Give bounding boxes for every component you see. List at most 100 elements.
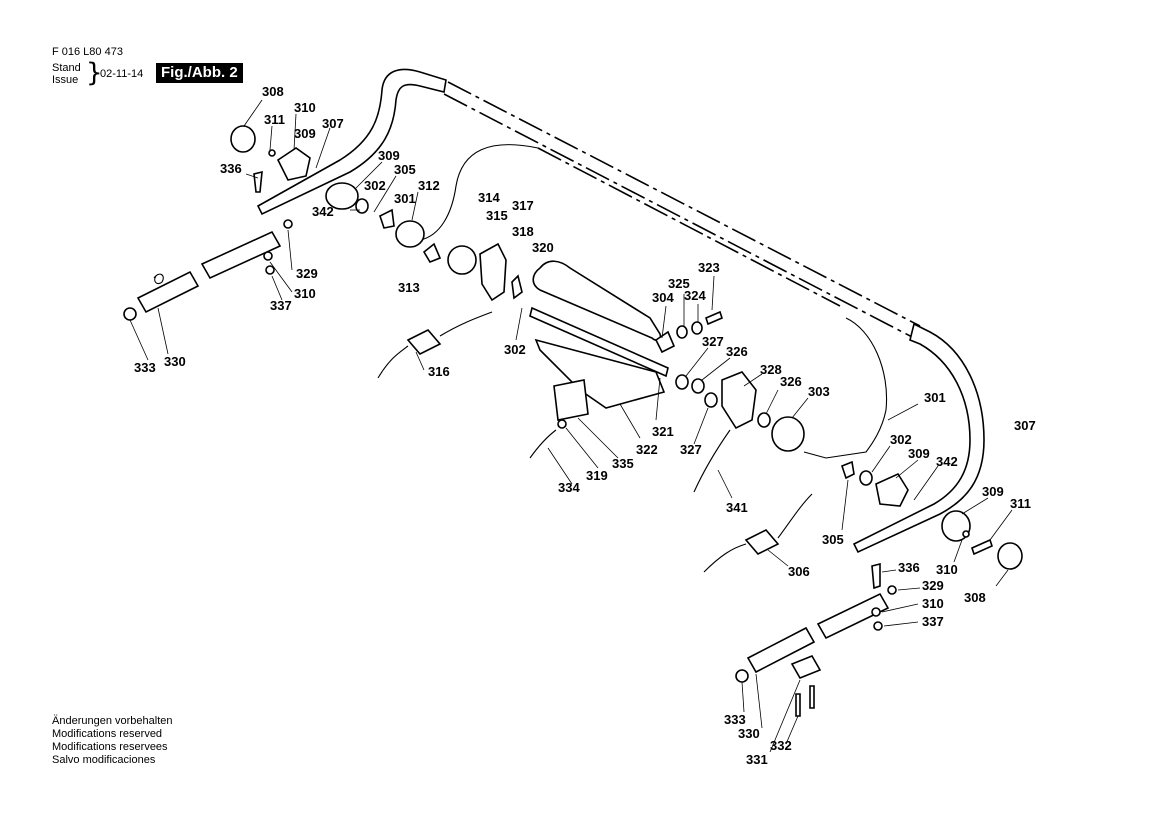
bolt-336-left [253, 170, 263, 193]
throttle-cable-right [803, 317, 888, 459]
callout-342: 342 [312, 204, 334, 219]
lever-328 [721, 371, 757, 430]
callout-317: 317 [512, 198, 534, 213]
callout-323: 323 [698, 260, 720, 275]
callout-318: 318 [512, 224, 534, 239]
washer-left [268, 149, 276, 157]
handle-tube-right [852, 322, 985, 554]
cable-phantom-line [537, 147, 841, 307]
throttle-cable-upper [419, 144, 539, 241]
callout-316: 316 [428, 364, 450, 379]
clip-313 [422, 242, 442, 263]
callout-308: 308 [262, 84, 284, 99]
callout-328: 328 [760, 362, 782, 377]
knob-308-right [997, 542, 1023, 570]
callout-326: 326 [780, 374, 802, 389]
screw-319 [557, 419, 567, 429]
callout-307: 307 [1014, 418, 1036, 433]
callout-302: 302 [364, 178, 386, 193]
washer-327-upper [675, 374, 689, 390]
spring-left [153, 273, 164, 285]
callout-310: 310 [294, 100, 316, 115]
callout-334: 334 [558, 480, 580, 495]
cable-306 [703, 493, 813, 573]
cable-316 [377, 311, 493, 379]
issue-label: Issue [52, 74, 79, 86]
callout-305: 305 [822, 532, 844, 547]
clamp-left [276, 147, 311, 181]
washer-337-left [265, 265, 275, 275]
callout-325: 325 [668, 276, 690, 291]
washer-310-right-lower [871, 607, 881, 617]
cap-333-right [735, 669, 749, 683]
cap-333-left [123, 307, 137, 321]
callout-332: 332 [770, 738, 792, 753]
callout-335: 335 [612, 456, 634, 471]
callout-322: 322 [636, 442, 658, 457]
callout-310: 310 [922, 596, 944, 611]
callout-333: 333 [134, 360, 156, 375]
bracket-301 [379, 208, 395, 229]
callout-330: 330 [164, 354, 186, 369]
sensor-316 [406, 329, 442, 355]
tube-upper-left [200, 230, 282, 280]
rail-321 [529, 306, 669, 378]
callout-311: 311 [1010, 496, 1031, 511]
screw-311-right [971, 538, 993, 556]
note-french: Modifications reservees [52, 741, 168, 753]
nut-329-right [887, 585, 897, 595]
washer-302-upper [355, 198, 369, 214]
lever-housing-312 [395, 220, 425, 248]
callout-309: 309 [294, 126, 316, 141]
callout-321: 321 [652, 424, 674, 439]
block-335 [553, 379, 589, 421]
callout-310: 310 [294, 286, 316, 301]
callout-308: 308 [964, 590, 986, 605]
note-english: Modifications reserved [52, 728, 163, 740]
washer-310-left [263, 251, 273, 261]
callout-303: 303 [808, 384, 830, 399]
callout-333: 333 [724, 712, 746, 727]
brace-icon: } [86, 58, 103, 88]
handle-tube-upper [256, 68, 447, 216]
washer-337-right [873, 621, 883, 631]
callout-342: 342 [936, 454, 958, 469]
wire-334 [529, 429, 557, 459]
washer-327-lower [704, 392, 718, 408]
callout-301: 301 [394, 191, 416, 206]
callout-319: 319 [586, 468, 608, 483]
wire-341 [693, 429, 731, 493]
callout-301: 301 [924, 390, 946, 405]
stand-issue-labels: Stand Issue [52, 62, 81, 86]
callout-305: 305 [394, 162, 416, 177]
bolt-304 [654, 330, 676, 354]
bolt-336-right [871, 562, 881, 590]
clutch-303 [771, 416, 805, 452]
washer-324 [691, 321, 703, 335]
callout-311: 311 [264, 112, 285, 127]
callout-307: 307 [322, 116, 344, 131]
callout-341: 341 [726, 500, 748, 515]
figure-label: Fig./Abb. 2 [156, 63, 243, 83]
switch-body-315 [447, 245, 477, 275]
sensor-306 [744, 529, 780, 555]
screw-332a [795, 693, 801, 717]
bracket-331 [790, 654, 822, 680]
modification-notes: Änderungen vorbehalten Modifications res… [52, 715, 172, 767]
document-code: F 016 L80 473 [52, 46, 123, 58]
callout-337: 337 [270, 298, 292, 313]
callout-310: 310 [936, 562, 958, 577]
issue-date: 02-11-14 [100, 68, 144, 80]
callout-302: 302 [890, 432, 912, 447]
callout-302: 302 [504, 342, 526, 357]
leader-lines [129, 99, 1013, 753]
tube-330-right [746, 626, 816, 674]
housing-322 [534, 338, 666, 409]
tube-upper-right [816, 592, 890, 640]
callout-313: 313 [398, 280, 420, 295]
nut-329-left [283, 219, 293, 229]
washer-310-right [962, 530, 970, 538]
callout-336: 336 [220, 161, 242, 176]
callout-309: 309 [908, 446, 930, 461]
